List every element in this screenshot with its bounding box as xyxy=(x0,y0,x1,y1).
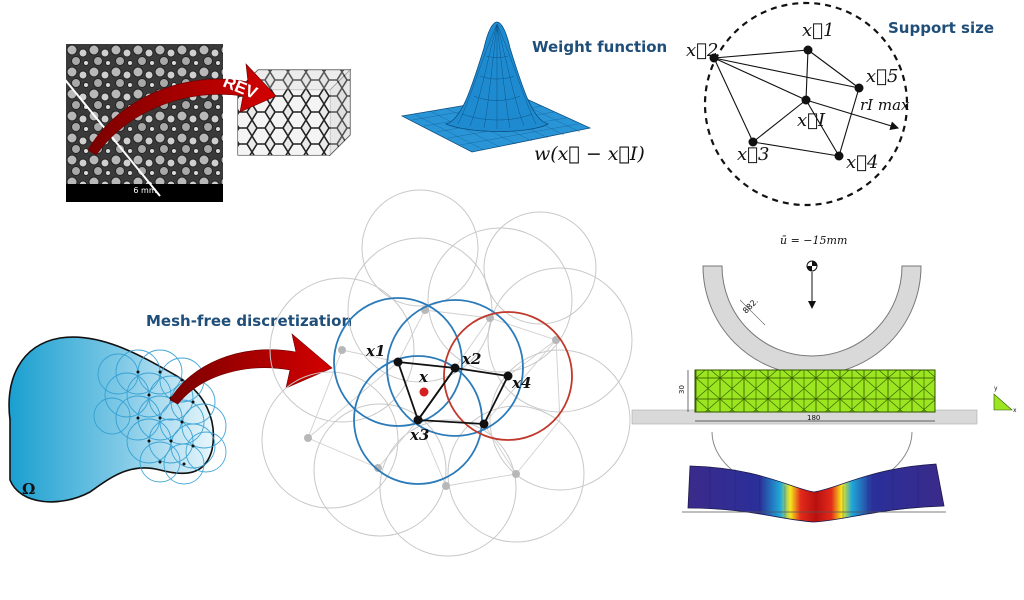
support-circle-x1 xyxy=(333,297,463,427)
support-size-label: Support size xyxy=(888,19,994,37)
support-label-3: x⃗3 xyxy=(737,144,769,165)
mesh-node-x4 xyxy=(503,371,513,381)
support-node-I xyxy=(801,95,811,105)
support-circle xyxy=(703,1,909,207)
rev-arrow xyxy=(87,63,277,156)
scale-bar-line xyxy=(0,0,161,197)
deformed-beam xyxy=(687,463,945,523)
svg-text:x: x xyxy=(1013,407,1017,414)
mesh-node-x2 xyxy=(450,363,460,373)
weight-function-panel: Weight function w(x⃗ − x⃗I) xyxy=(400,21,667,165)
displacement-label: ū = −15mm xyxy=(780,234,847,247)
background-support-circles xyxy=(261,189,633,557)
evaluation-point-x xyxy=(419,387,429,397)
mesh-zoom-panel: x1 x2 x x3 x4 xyxy=(261,189,633,557)
rev-cube xyxy=(236,68,352,157)
background-mesh-nodes xyxy=(304,306,560,490)
radius-dim-line xyxy=(739,299,766,326)
weight-bell-grid xyxy=(457,23,537,129)
support-label-2: x⃗2 xyxy=(686,40,718,61)
support-node-2 xyxy=(709,53,719,63)
active-mesh-nodes xyxy=(393,357,513,429)
indenter xyxy=(702,265,922,376)
thickness-label: 30 xyxy=(678,385,686,394)
support-label-4: x⃗4 xyxy=(846,152,878,173)
rev-panel: 6 mm REV xyxy=(0,0,352,202)
axis-triad: y x xyxy=(993,385,1017,414)
svg-text:y: y xyxy=(994,385,998,392)
omega-domain-shape xyxy=(8,336,215,503)
scale-bar-strip xyxy=(66,184,223,202)
domain-support-circles xyxy=(93,349,227,485)
weight-formula: w(x⃗ − x⃗I) xyxy=(534,143,645,165)
support-node-3 xyxy=(748,137,758,147)
support-circle-x4 xyxy=(443,311,573,441)
mesh-node-x1 xyxy=(393,357,403,367)
domain-panel: Ω Mesh-free discretization xyxy=(8,312,352,503)
support-radius-arrow xyxy=(805,99,900,130)
deformed-beam-mesh xyxy=(709,466,919,519)
background-mesh-lines xyxy=(307,309,561,487)
mesh-label-x3: x3 xyxy=(409,426,429,444)
mesh-label-x1: x1 xyxy=(365,342,385,360)
support-label-1: x⃗1 xyxy=(802,20,834,41)
mesh-label-x: x xyxy=(418,368,429,386)
support-node-4 xyxy=(834,151,844,161)
bending-test-panel: ū = −15mm 882. 30 180 xyxy=(631,234,1017,523)
scale-bar-label: 6 mm xyxy=(133,186,156,195)
length-label: 180 xyxy=(807,414,820,422)
beam-mesh xyxy=(694,369,936,413)
support-circle-x2 xyxy=(386,299,524,437)
mesh-free-label: Mesh-free discretization xyxy=(146,312,352,330)
support-nodes xyxy=(709,45,864,161)
radius-label: 882. xyxy=(741,296,760,315)
support-size-panel: x⃗1 x⃗2 x⃗I x⃗3 x⃗4 x⃗5 rI max Support s… xyxy=(686,1,994,207)
mesh-label-x2: x2 xyxy=(461,350,481,368)
support-label-I: x⃗I xyxy=(797,110,826,131)
support-radius-label: rI max xyxy=(860,96,910,114)
mesh-label-x4: x4 xyxy=(511,374,531,392)
support-label-5: x⃗5 xyxy=(866,66,898,87)
mesh-node-x3 xyxy=(413,415,423,425)
support-connections xyxy=(713,49,860,157)
support-node-1 xyxy=(803,45,813,55)
omega-label: Ω xyxy=(22,480,35,498)
support-node-5 xyxy=(854,83,864,93)
active-support-circles xyxy=(333,297,573,485)
zoom-arrow xyxy=(169,333,333,405)
weight-function-label: Weight function xyxy=(532,38,667,56)
load-symbol xyxy=(806,260,818,309)
mesh-node-extra xyxy=(479,419,489,429)
